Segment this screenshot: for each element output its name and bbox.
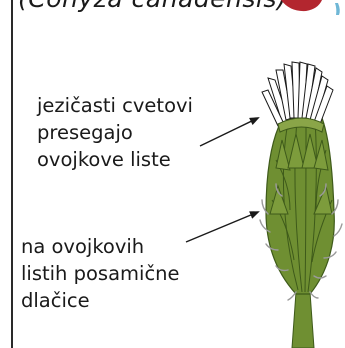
stem [292, 292, 314, 348]
arrow-bract-hairs [186, 212, 258, 242]
arrow-ray-florets [200, 118, 258, 146]
ray-florets [262, 62, 333, 126]
corner-blue-mark [335, 3, 340, 15]
corner-red-shape [281, 0, 322, 11]
